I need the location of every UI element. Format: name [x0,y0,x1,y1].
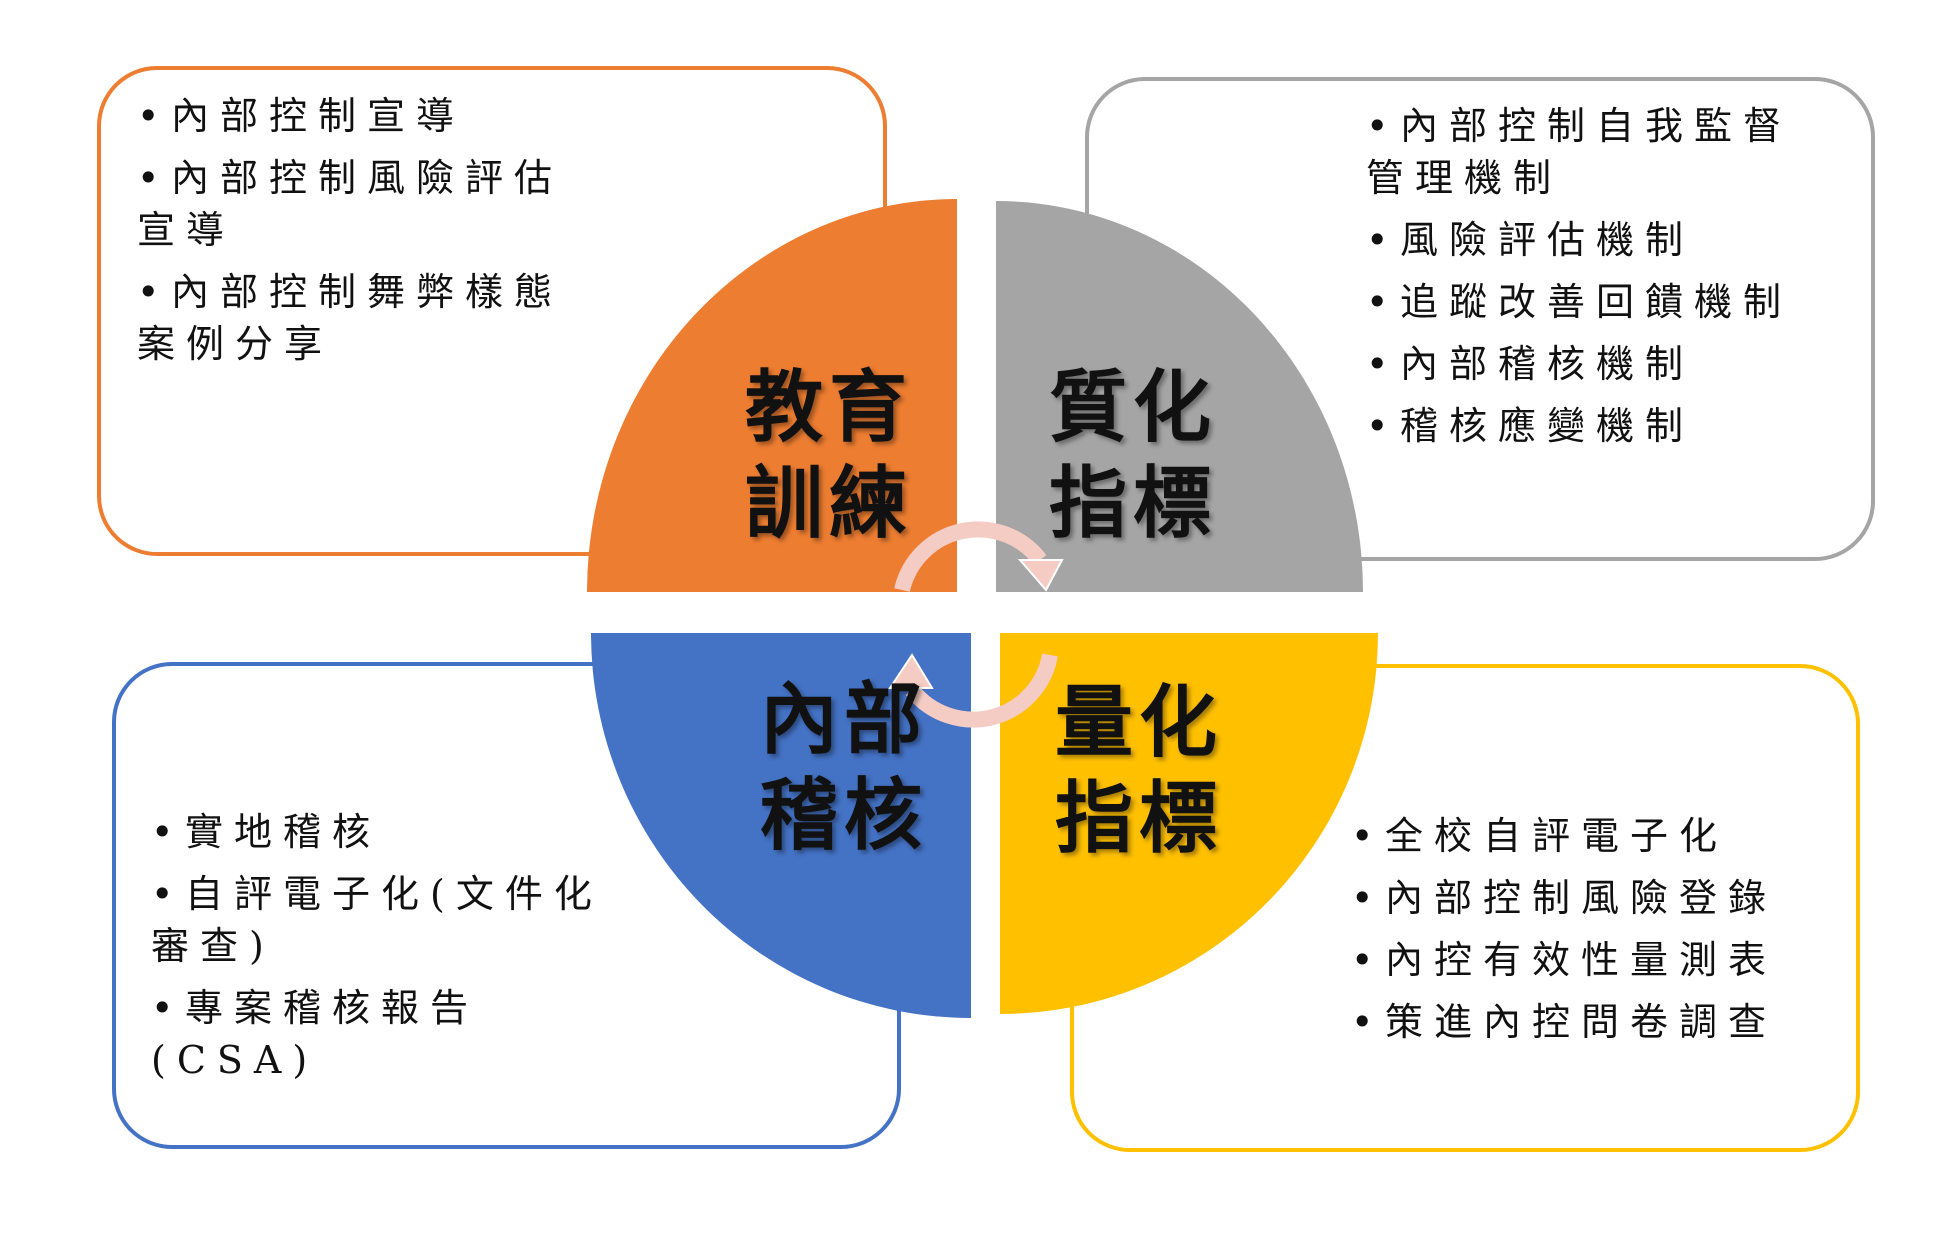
bullet-text: 自評電子化(文件化審查) [151,872,603,968]
bullet-icon: • [1351,1000,1385,1044]
bullet-item: •內部控制舞弊樣態案例分享 [137,266,597,370]
bullet-text: 內部控制風險評估宣導 [137,156,564,252]
bullet-icon: • [151,986,185,1030]
bullet-text: 專案稽核報告(CSA) [151,986,480,1082]
bullet-icon: • [1351,938,1385,982]
bullet-icon: • [137,94,171,138]
bullet-text: 內部控制宣導 [171,94,466,138]
bullet-item: •全校自評電子化 [1351,810,1831,862]
bullet-item: •內部控制風險登錄 [1351,872,1831,924]
bullet-text: 策進內控問卷調查 [1385,1000,1778,1044]
bullet-text: 實地稽核 [185,810,382,854]
bullet-icon: • [137,156,171,200]
quantitative-label: 量化 指標 [1055,675,1223,867]
label-line: 指標 [1049,458,1218,549]
bullet-icon: • [1366,280,1400,324]
qualitative-label: 質化 指標 [1049,360,1217,552]
label-line: 稽核 [760,770,929,861]
bullet-item: •實地稽核 [151,806,631,858]
bullet-item: •內部控制宣導 [137,90,597,142]
bullet-icon: • [1366,218,1400,262]
label-line: 教育 [745,362,914,453]
bullet-item: •內控有效性量測表 [1351,934,1831,986]
bullet-item: •追蹤改善回饋機制 [1366,276,1826,328]
bullet-item: •自評電子化(文件化審查) [151,868,631,972]
bullet-item: •風險評估機制 [1366,214,1826,266]
bullet-icon: • [151,872,185,916]
bullet-item: •內部控制自我監督管理機制 [1366,100,1826,204]
bullet-icon: • [1366,342,1400,386]
education-bullets: •內部控制宣導•內部控制風險評估宣導•內部控制舞弊樣態案例分享 [137,90,597,380]
audit-label: 內部 稽核 [760,672,928,864]
bullet-text: 風險評估機制 [1400,218,1695,262]
bullet-icon: • [1351,814,1385,858]
bullet-text: 內部控制舞弊樣態案例分享 [137,270,564,366]
cycle-arrow-bottom [905,653,1058,728]
bullet-item: •內部稽核機制 [1366,338,1826,390]
label-line: 指標 [1055,773,1224,864]
bullet-icon: • [1351,876,1385,920]
bullet-text: 內控有效性量測表 [1385,938,1778,982]
education-label: 教育 訓練 [745,360,913,552]
bullet-text: 稽核應變機制 [1400,404,1695,448]
bullet-text: 內部稽核機制 [1400,342,1695,386]
bullet-icon: • [151,810,185,854]
bullet-text: 內部控制自我監督管理機制 [1366,104,1793,200]
arrow-head-bottom [888,653,934,689]
bullet-item: •專案稽核報告(CSA) [151,982,631,1086]
arrow-head-top [1017,559,1064,592]
bullet-icon: • [1366,404,1400,448]
audit-bullets: •實地稽核•自評電子化(文件化審查)•專案稽核報告(CSA) [151,806,631,1096]
bullet-icon: • [1366,104,1400,148]
bullet-text: 全校自評電子化 [1385,814,1729,858]
bullet-item: •策進內控問卷調查 [1351,996,1831,1048]
label-line: 訓練 [745,458,914,549]
bullet-item: •內部控制風險評估宣導 [137,152,597,256]
label-line: 內部 [760,674,929,765]
bullet-text: 追蹤改善回饋機制 [1400,280,1793,324]
quantitative-bullets: •全校自評電子化•內部控制風險登錄•內控有效性量測表•策進內控問卷調查 [1351,810,1831,1058]
bullet-text: 內部控制風險登錄 [1385,876,1778,920]
cycle-arrow-top [894,521,1047,592]
label-line: 量化 [1055,677,1224,768]
label-line: 質化 [1049,362,1218,453]
bullet-item: •稽核應變機制 [1366,400,1826,452]
bullet-icon: • [137,270,171,314]
qualitative-bullets: •內部控制自我監督管理機制•風險評估機制•追蹤改善回饋機制•內部稽核機制•稽核應… [1366,100,1826,462]
